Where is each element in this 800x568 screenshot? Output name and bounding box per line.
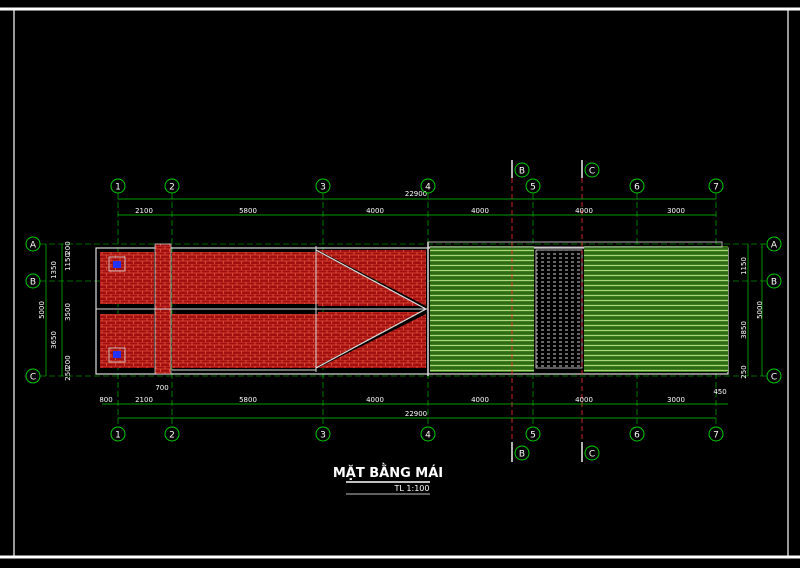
- dim-top-span-3: 4000: [366, 207, 384, 215]
- column-bubble-1-bottom: 1: [110, 426, 126, 442]
- svg-text:3: 3: [320, 431, 326, 441]
- svg-text:B: B: [519, 450, 525, 460]
- dim-left-mid-1: 3650: [50, 331, 58, 349]
- svg-text:1: 1: [115, 431, 121, 441]
- drain-markers: [108, 256, 126, 363]
- metal-deck-right: [427, 241, 728, 376]
- dim-right-top: 1150: [740, 257, 748, 275]
- column-bubbles-bottom: 1 2 3 4 5 6 7: [110, 426, 724, 442]
- svg-text:A: A: [30, 241, 37, 251]
- dim-bottom-span-4: 4000: [471, 396, 489, 404]
- section-lines: [511, 178, 583, 452]
- dim-right-small: 250: [740, 365, 748, 378]
- dimension-lines: [45, 198, 763, 419]
- section-bubbles: B C B C: [514, 162, 600, 461]
- dim-top-span-2: 5800: [239, 207, 257, 215]
- section-bubble-b-bottom: B: [514, 445, 530, 461]
- dim-inner-offset: 700: [155, 384, 168, 392]
- dim-left-mid-2: 3500: [64, 303, 72, 321]
- column-bubble-3-top: 3: [315, 178, 331, 194]
- section-bubble-b-top: B: [514, 162, 530, 178]
- svg-text:1: 1: [115, 183, 121, 193]
- dim-bottom-span-3: 4000: [366, 396, 384, 404]
- svg-text:7: 7: [713, 431, 719, 441]
- row-bubble-c-right: C: [766, 368, 782, 384]
- column-bubble-2-top: 2: [164, 178, 180, 194]
- svg-text:4: 4: [425, 183, 431, 193]
- column-bubble-2-bottom: 2: [164, 426, 180, 442]
- dim-left-small-4: 200: [64, 355, 72, 368]
- svg-text:C: C: [589, 167, 595, 177]
- svg-text:C: C: [771, 373, 777, 383]
- dim-left-outer: 5000: [38, 301, 46, 319]
- dim-top-span-1: 2100: [135, 207, 153, 215]
- dim-bottom-total: 22900: [405, 410, 427, 418]
- row-bubbles: A B C A B C: [25, 236, 782, 384]
- svg-text:B: B: [30, 278, 36, 288]
- svg-text:5: 5: [530, 183, 536, 193]
- row-bubble-b-right: B: [766, 273, 782, 289]
- column-bubble-5-top: 5: [525, 178, 541, 194]
- section-bubble-c-top: C: [584, 162, 600, 178]
- svg-text:6: 6: [634, 183, 640, 193]
- column-bubble-4-bottom: 4: [420, 426, 436, 442]
- dim-left-small-1: 1350: [50, 261, 58, 279]
- dim-right-mid: 3850: [740, 321, 748, 339]
- column-bubble-6-top: 6: [629, 178, 645, 194]
- dim-right-outer: 5000: [756, 301, 764, 319]
- dim-left-small-2: 1150: [64, 253, 72, 271]
- dim-bottom-span-5: 4000: [575, 396, 593, 404]
- dim-bottom-span-2: 5800: [239, 396, 257, 404]
- dim-top-total: 22900: [405, 190, 427, 198]
- svg-text:A: A: [771, 241, 778, 251]
- column-bubble-7-bottom: 7: [708, 426, 724, 442]
- sheet-frame: [0, 7, 800, 559]
- section-ticks: [511, 160, 583, 462]
- column-bubble-4-top: 4: [420, 178, 436, 194]
- svg-text:5: 5: [530, 431, 536, 441]
- drawing-title-block: MẶT BẰNG MÁI TL 1:100: [333, 464, 443, 495]
- dimension-texts: 22900 2100 5800 4000 4000 4000 3000 800 …: [38, 190, 764, 418]
- column-bubbles-top: 1 2 3 4 5 6 7: [110, 178, 724, 194]
- column-bubble-7-top: 7: [708, 178, 724, 194]
- row-bubble-a-right: A: [766, 236, 782, 252]
- svg-text:2: 2: [169, 431, 175, 441]
- dim-top-span-5: 4000: [575, 207, 593, 215]
- svg-text:B: B: [519, 167, 525, 177]
- svg-text:B: B: [771, 278, 777, 288]
- dim-left-small-5: 250: [64, 367, 72, 380]
- row-bubble-c-left: C: [25, 368, 41, 384]
- svg-text:3: 3: [320, 183, 326, 193]
- dim-bottom-overhang-right: 450: [713, 388, 726, 396]
- dim-left-small-3: 200: [64, 241, 72, 254]
- dim-bottom-overhang-left: 800: [99, 396, 112, 404]
- section-bubble-c-bottom: C: [584, 445, 600, 461]
- dim-top-span-4: 4000: [471, 207, 489, 215]
- tile-roof-left: [96, 243, 428, 375]
- column-bubble-1-top: 1: [110, 178, 126, 194]
- dim-bottom-span-1: 2100: [135, 396, 153, 404]
- column-bubble-3-bottom: 3: [315, 426, 331, 442]
- drawing-scale: TL 1:100: [394, 484, 430, 493]
- svg-text:C: C: [30, 373, 36, 383]
- row-bubble-b-left: B: [25, 273, 41, 289]
- dim-top-span-6: 3000: [667, 207, 685, 215]
- drawing-title: MẶT BẰNG MÁI: [333, 464, 443, 481]
- svg-text:6: 6: [634, 431, 640, 441]
- svg-text:C: C: [589, 450, 595, 460]
- svg-text:7: 7: [713, 183, 719, 193]
- svg-text:4: 4: [425, 431, 431, 441]
- column-bubble-5-bottom: 5: [525, 426, 541, 442]
- column-bubble-6-bottom: 6: [629, 426, 645, 442]
- svg-text:2: 2: [169, 183, 175, 193]
- row-bubble-a-left: A: [25, 236, 41, 252]
- dim-bottom-span-6: 3000: [667, 396, 685, 404]
